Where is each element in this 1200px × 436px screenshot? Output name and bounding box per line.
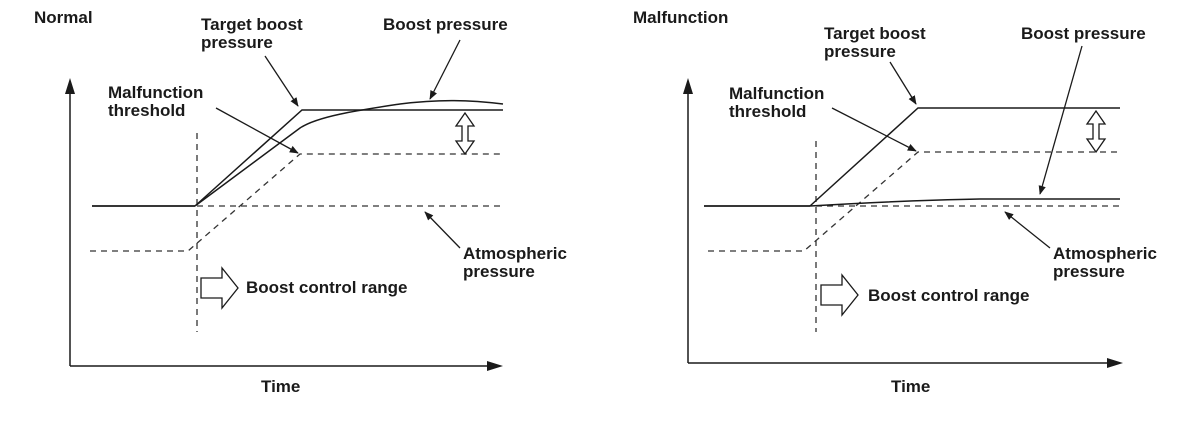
target-boost-line [194,109,503,207]
y-axis-arrow-icon [683,78,693,94]
boost-pressure-line [194,99,504,207]
malfunction-threshold-label: Malfunction threshold [729,84,825,121]
malfunction-threshold-line [708,151,1120,252]
malfunction-threshold-line [90,153,500,252]
malfunction-graph [683,45,1123,368]
target-boost-line [809,107,1120,207]
boost-pressure-pointer [429,39,461,100]
boost-control-range-arrow-icon [200,266,239,310]
boost-control-range-label: Boost control range [868,286,1030,305]
malfunction-threshold-pointer [215,107,299,154]
normal-graph [65,39,505,371]
time-label: Time [261,377,301,396]
time-label: Time [891,377,931,396]
double-arrow-icon [1085,109,1107,154]
target-boost-label: Target boost pressure [201,15,303,52]
panel-title: Normal [34,8,93,27]
boost-pressure-pointer [1038,45,1083,195]
double-arrow-icon [454,111,476,156]
y-axis-arrow-icon [65,78,75,94]
boost-control-range-label: Boost control range [246,278,408,297]
boost-pressure-label: Boost pressure [1021,24,1146,43]
panel-title: Malfunction [633,8,729,27]
atmospheric-label: Atmospheric pressure [1053,244,1157,281]
atmospheric-label: Atmospheric pressure [463,244,567,281]
malfunction-threshold-label: Malfunction threshold [108,83,204,120]
atmospheric-pointer [424,211,461,249]
boost-pressure-label: Boost pressure [383,15,508,34]
malfunction-panel: Malfunction Target boost pressure Boost … [600,0,1200,436]
target-boost-pointer [889,61,917,105]
target-boost-label: Target boost pressure [824,24,926,61]
atmospheric-pointer [1004,211,1051,249]
malfunction-threshold-pointer [831,107,917,152]
normal-panel: Normal Target boost pressure Boost press… [34,8,567,396]
x-axis-arrow-icon [487,361,503,371]
boost-pressure-line [809,198,1120,207]
x-axis-arrow-icon [1107,358,1123,368]
boost-control-range-arrow-icon [820,273,859,317]
target-boost-pointer [264,55,299,107]
